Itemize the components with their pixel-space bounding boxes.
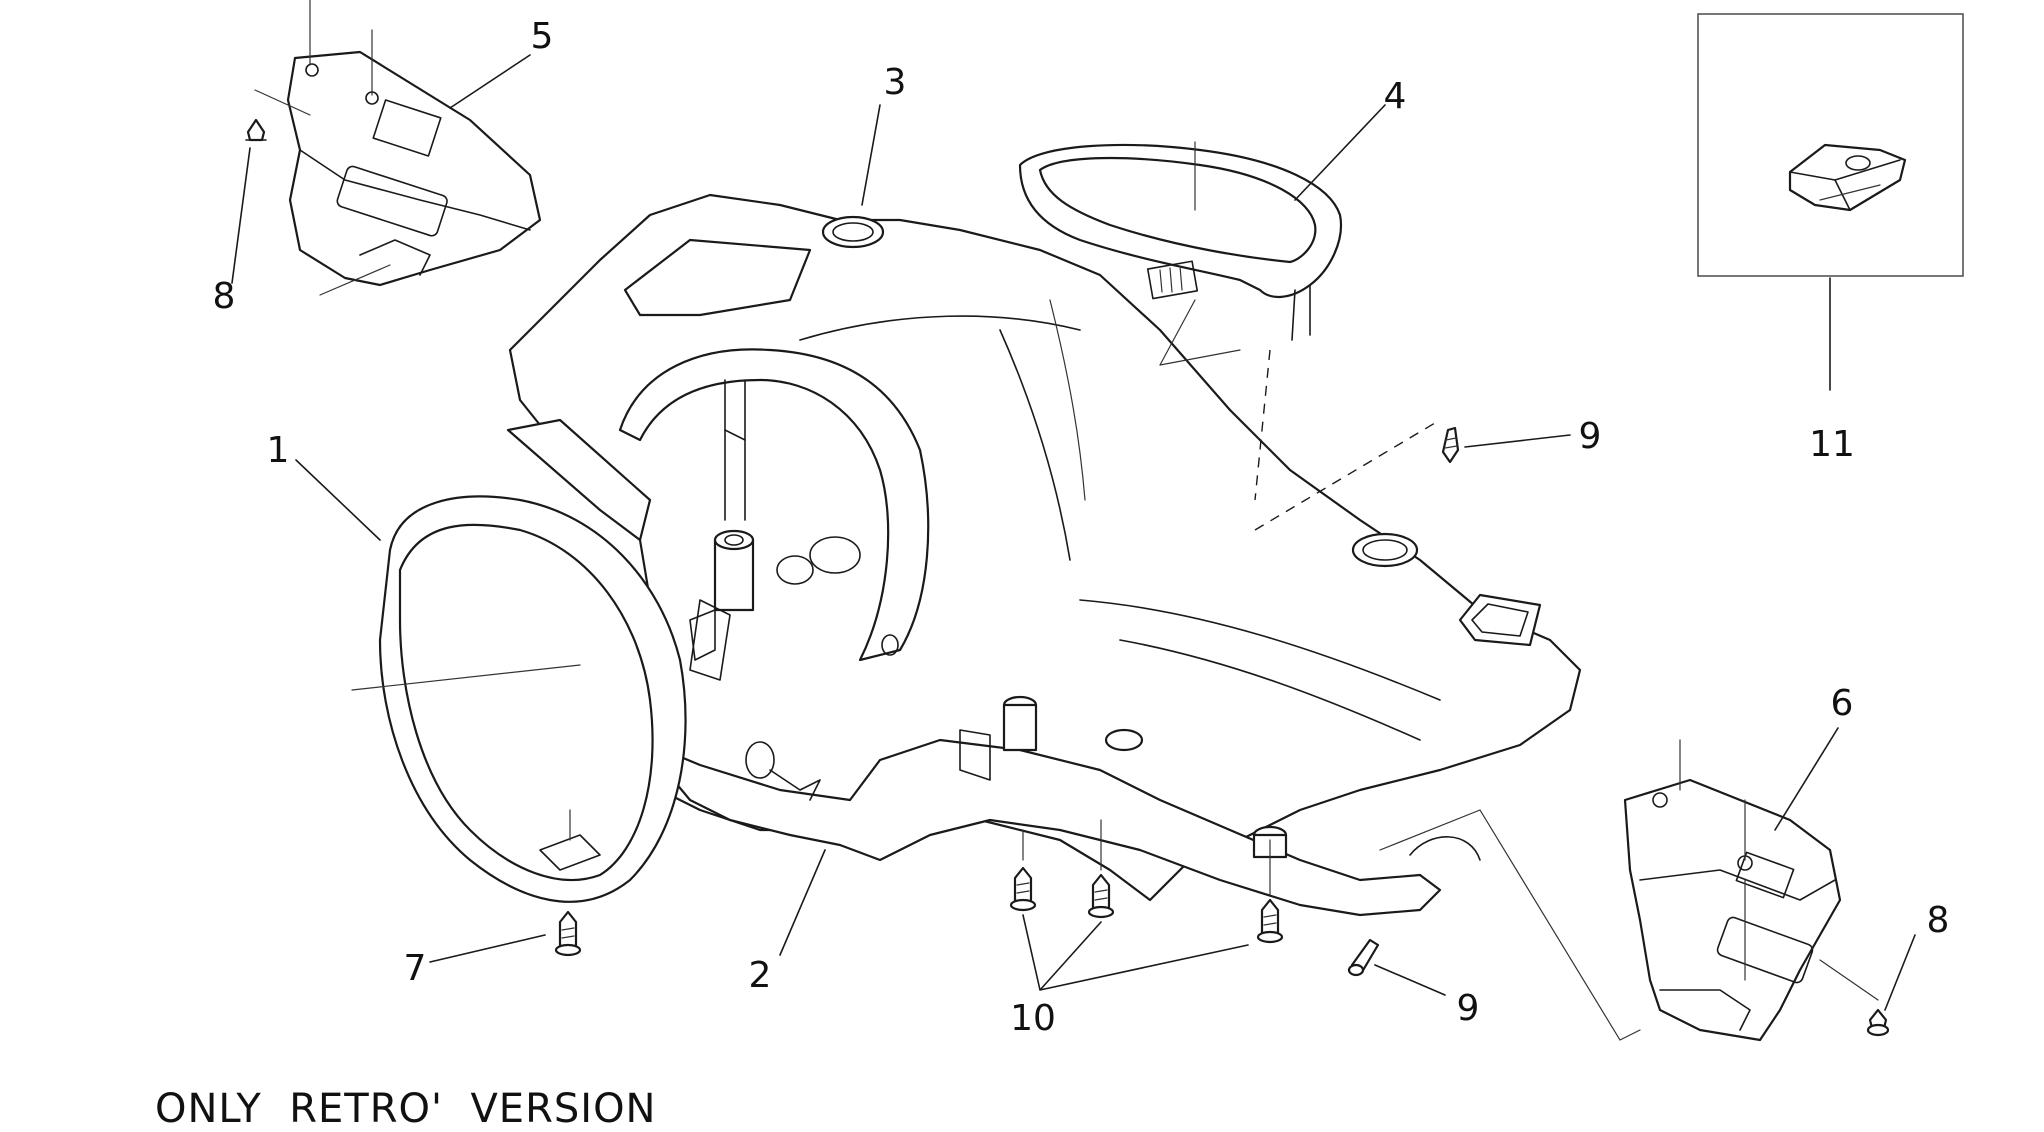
version-caption: ONLY RETRO' VERSION <box>155 1086 656 1132</box>
callout-numbers: 1 2 3 4 5 6 7 8 8 9 9 10 11 <box>213 16 1950 1039</box>
headset-body <box>506 193 1582 902</box>
callout-10: 10 <box>1010 998 1056 1039</box>
assembly-lines <box>254 89 1879 1041</box>
screw-10-c <box>1256 898 1284 944</box>
callout-9-lower: 9 <box>1457 988 1480 1029</box>
screw-8-upper-left <box>245 118 267 142</box>
callout-4: 4 <box>1384 76 1407 117</box>
screw-7 <box>554 910 582 957</box>
callout-3: 3 <box>884 62 907 103</box>
part-5-left-bracket <box>286 0 542 296</box>
callout-9-upper: 9 <box>1579 416 1602 457</box>
screw-8-lower-right <box>1866 1008 1890 1037</box>
callout-6: 6 <box>1831 683 1854 724</box>
screw-9-lower <box>1347 938 1380 977</box>
part-4-instrument-rim <box>1018 143 1343 341</box>
part-1-headlight-rim <box>378 495 687 903</box>
screw-9-upper-right <box>1441 426 1460 464</box>
callout-11: 11 <box>1809 424 1855 465</box>
callout-1: 1 <box>267 430 290 471</box>
part-2-lower-trim <box>638 695 1481 917</box>
screw-10-a <box>1009 866 1037 912</box>
callout-8-upper: 8 <box>213 276 236 317</box>
part-11-inset <box>1697 13 1964 277</box>
part-6-right-bracket <box>1623 778 1842 1042</box>
callout-5: 5 <box>531 16 554 57</box>
callout-2: 2 <box>749 955 772 996</box>
screw-10-b <box>1087 873 1115 919</box>
leader-lines <box>231 54 1916 1011</box>
callout-7: 7 <box>404 948 427 989</box>
callout-8-lower: 8 <box>1927 900 1950 941</box>
